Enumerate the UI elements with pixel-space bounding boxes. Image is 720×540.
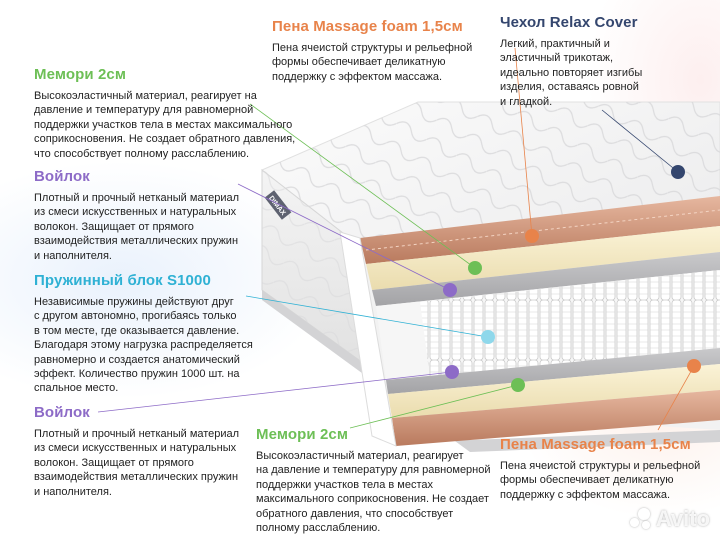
callout-massage-bottom: Пена Massage foam 1,5см Пена ячеистой ст… [500, 436, 710, 502]
callout-description: Легкий, практичный и эластичный трикотаж… [500, 38, 643, 108]
callout-felt-bottom: Войлок Плотный и прочный нетканый матери… [34, 404, 264, 499]
marker-spring-block [481, 330, 495, 344]
callout-cover: Чехол Relax Cover Легкий, практичный и э… [500, 14, 680, 109]
marker-memory-top [468, 261, 482, 275]
callout-massage-top: Пена Massage foam 1,5см Пена ячеистой ст… [272, 18, 482, 84]
callout-title: Мемори 2см [256, 426, 349, 443]
marker-cover [671, 165, 685, 179]
marker-massage-bottom [687, 359, 701, 373]
callout-title: Пружинный блок S1000 [34, 272, 211, 289]
callout-description: Высокоэластичный материал, реагирует на … [256, 450, 491, 535]
marker-felt-top [443, 283, 457, 297]
callout-description: Пена ячеистой структуры и рельефной форм… [500, 460, 701, 501]
cutaway-layers [339, 196, 720, 447]
callout-description: Пена ячеистой структуры и рельефной форм… [272, 42, 473, 83]
callout-spring-block: Пружинный блок S1000 Независимые пружины… [34, 272, 274, 396]
callout-description: Высокоэластичный материал, реагирует на … [34, 90, 296, 160]
callout-title: Пена Massage foam 1,5см [272, 18, 463, 35]
marker-massage-top [525, 229, 539, 243]
callout-memory-top: Мемори 2см Высокоэластичный материал, ре… [34, 66, 304, 161]
callout-title: Чехол Relax Cover [500, 14, 638, 31]
marker-felt-bottom [445, 365, 459, 379]
callout-title: Мемори 2см [34, 66, 127, 83]
callout-description: Независимые пружины действуют друг с дру… [34, 296, 253, 395]
callout-felt-top: Войлок Плотный и прочный нетканый матери… [34, 168, 264, 263]
callout-title: Войлок [34, 168, 90, 185]
leader-lines [97, 47, 695, 431]
marker-memory-bottom [511, 378, 525, 392]
callout-description: Плотный и прочный нетканый материал из с… [34, 428, 240, 498]
callout-description: Плотный и прочный нетканый материал из с… [34, 192, 240, 262]
watermark-text: Avito [655, 506, 710, 531]
layer-markers [443, 165, 701, 392]
avito-watermark: Avito [629, 506, 710, 532]
avito-logo-icon [629, 508, 652, 530]
callout-title: Пена Massage foam 1,5см [500, 436, 691, 453]
callout-title: Войлок [34, 404, 90, 421]
callout-memory-bottom: Мемори 2см Высокоэластичный материал, ре… [256, 426, 506, 535]
